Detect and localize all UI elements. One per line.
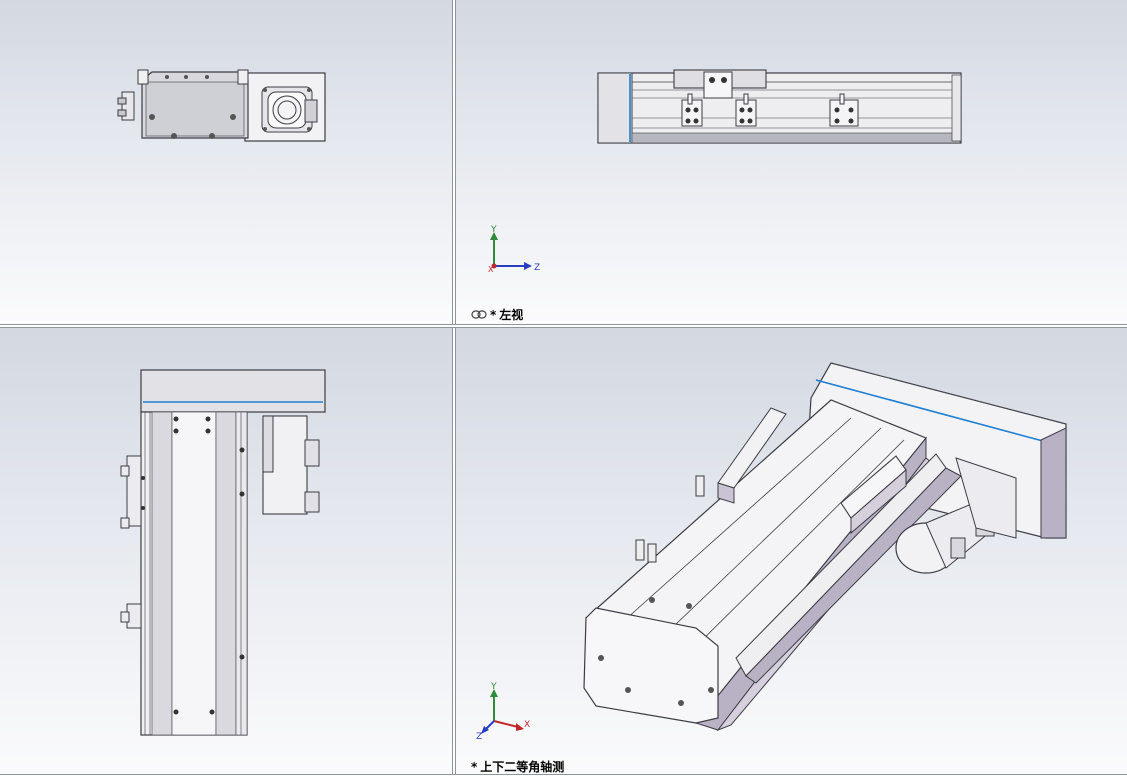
viewport-front[interactable]	[0, 0, 452, 324]
left-view-model	[597, 69, 962, 144]
viewport-vertical-splitter[interactable]	[452, 0, 456, 777]
triad-z-label: Z	[534, 263, 540, 273]
view-label-text: 左视	[499, 308, 524, 322]
triad-x-label: X	[488, 265, 494, 274]
triad-y-label: Y	[490, 682, 497, 692]
view-label-prefix: *	[490, 307, 497, 322]
viewport-horizontal-splitter[interactable]	[0, 324, 1127, 328]
view-label-text: 上下二等角轴测	[480, 760, 565, 774]
top-view-model	[120, 369, 326, 736]
front-view-model	[117, 69, 326, 142]
triad-y-label: Y	[490, 225, 497, 235]
coordinate-triad-icon: Y Z X	[488, 225, 540, 274]
viewport-left-view[interactable]: Y Z X *左视	[456, 0, 1127, 324]
coordinate-triad-icon-iso: Y X Z	[476, 682, 530, 741]
viewport-isometric[interactable]: Y X Z *上下二等角轴测	[456, 328, 1127, 777]
view-orientation-label: *左视	[471, 306, 523, 323]
viewport-top-view[interactable]	[0, 328, 452, 777]
triad-z-label: Z	[476, 732, 482, 741]
view-orientation-label-iso: *上下二等角轴测	[471, 758, 564, 775]
link-view-icon[interactable]	[471, 310, 487, 319]
triad-x-label: X	[524, 720, 530, 730]
viewport-bottom-border	[0, 774, 1127, 777]
view-label-prefix: *	[471, 759, 478, 774]
isometric-view-model	[583, 362, 1067, 732]
